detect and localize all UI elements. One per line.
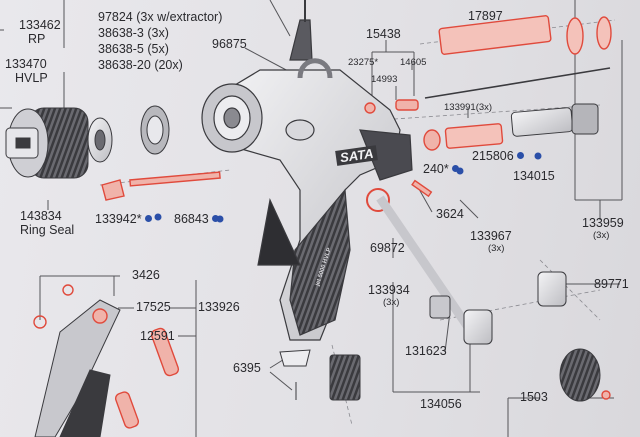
- label-6395: 6395: [233, 361, 261, 375]
- label-133934: 133934: [368, 283, 410, 297]
- label-23275: 23275*: [348, 57, 379, 68]
- label-133926: 133926: [198, 300, 240, 314]
- label-1503: 1503: [520, 390, 548, 404]
- label-3426: 3426: [132, 268, 160, 282]
- blue-dot-icon: [144, 215, 152, 222]
- label-133959-qty: (3x): [593, 230, 610, 241]
- label-215806: 215806: [472, 150, 524, 163]
- label-240: 240*: [423, 163, 459, 176]
- label-12591: 12591: [140, 329, 175, 343]
- trigger-133926: [34, 299, 121, 437]
- label-38638-3: 38638-3 (3x): [98, 26, 169, 40]
- label-96875: 96875: [212, 37, 247, 51]
- label-15438: 15438: [366, 27, 401, 41]
- blue-dot-icon: [516, 152, 524, 159]
- label-134056: 134056: [420, 397, 462, 411]
- label-rp: RP: [28, 32, 46, 46]
- label-133967: 133967: [470, 229, 512, 243]
- red-parts: [33, 15, 612, 429]
- label-133462: 133462: [19, 18, 61, 32]
- nozzle-parts: [87, 105, 170, 163]
- label-38638-5: 38638-5 (5x): [98, 42, 169, 56]
- label-14993: 14993: [371, 74, 398, 85]
- label-ring-seal: Ring Seal: [20, 223, 75, 237]
- label-97824: 97824 (3x w/extractor): [98, 10, 223, 24]
- spray-gun-body: [201, 0, 413, 341]
- fluid-fittings: [279, 195, 601, 402]
- label-89771: 89771: [594, 277, 629, 291]
- label-14605: 14605: [400, 57, 427, 68]
- label-17525: 17525: [136, 300, 171, 314]
- blue-dot-icon: [451, 165, 459, 172]
- label-133967-qty: (3x): [488, 243, 505, 254]
- label-133470: 133470: [5, 57, 47, 71]
- label-3624: 3624: [436, 207, 464, 221]
- needle-parts: [424, 67, 611, 137]
- label-133934-qty: (3x): [383, 297, 400, 308]
- label-131623: 131623: [405, 344, 447, 358]
- label-17897: 17897: [468, 9, 503, 23]
- label-134015: 134015: [513, 169, 555, 183]
- label-38638-20: 38638-20 (20x): [98, 58, 183, 72]
- label-143834: 143834: [20, 209, 62, 223]
- label-133959: 133959: [582, 216, 624, 230]
- label-69872: 69872: [370, 241, 405, 255]
- label-86843: 86843: [174, 213, 219, 226]
- label-133991: 133991(3x): [444, 102, 493, 113]
- blue-dot-icon: [211, 215, 219, 222]
- label-133942: 133942*: [95, 213, 152, 226]
- air-cap-133462: [5, 107, 89, 179]
- label-hvlp: HVLP: [15, 71, 48, 85]
